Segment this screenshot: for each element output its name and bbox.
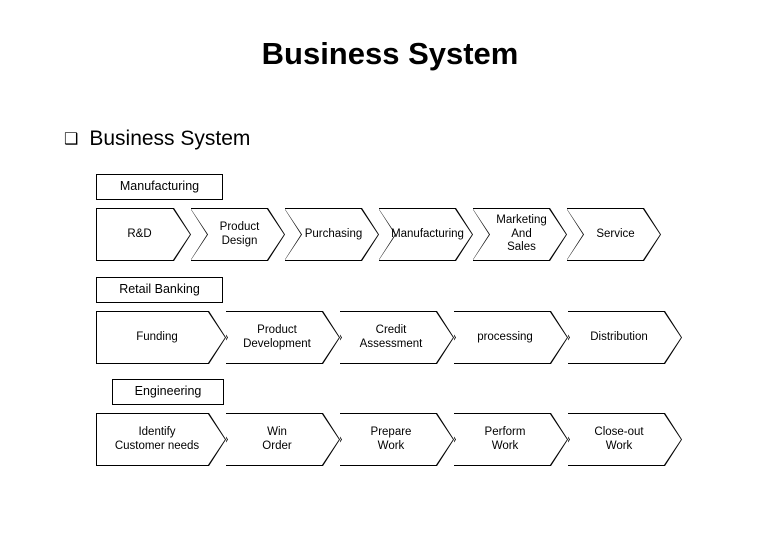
process-step-label: Win Order	[262, 426, 292, 452]
process-step-chevron[interactable]: Product Design	[190, 208, 285, 261]
process-step-label: Marketing And Sales	[496, 214, 547, 254]
process-step-label: Credit Assessment	[359, 324, 423, 350]
chevron-fill	[211, 414, 339, 465]
chevron-fill	[325, 414, 453, 465]
chevron-fill	[211, 312, 339, 363]
process-step-chevron[interactable]: Product Development	[210, 311, 340, 364]
process-step-label: Service	[596, 227, 635, 240]
process-step-chevron[interactable]: Prepare Work	[324, 413, 454, 466]
bullet-heading: ❑ Business System	[64, 126, 250, 152]
process-step-label: processing	[477, 330, 533, 343]
process-step-chevron[interactable]: processing	[438, 311, 568, 364]
process-row-label: Retail Banking	[96, 277, 223, 303]
process-step-chevron[interactable]: Identify Customer needs	[96, 413, 226, 466]
process-step-chevron[interactable]: Credit Assessment	[324, 311, 454, 364]
process-row-label: Manufacturing	[96, 174, 223, 200]
chevron-fill	[97, 414, 225, 465]
process-step-label: Distribution	[590, 330, 648, 343]
process-step-chevron[interactable]: Funding	[96, 311, 226, 364]
chevron-fill	[553, 312, 681, 363]
process-step-chevron[interactable]: Service	[566, 208, 661, 261]
page-title: Business System	[261, 36, 519, 71]
process-step-chevron[interactable]: Close-out Work	[552, 413, 682, 466]
process-step-label: Purchasing	[304, 227, 363, 240]
process-step-chevron[interactable]: Purchasing	[284, 208, 379, 261]
process-step-chevron[interactable]: Manufacturing	[378, 208, 473, 261]
process-step-chevron[interactable]: Distribution	[552, 311, 682, 364]
process-step-label: Funding	[136, 330, 178, 343]
process-step-label: Perform Work	[484, 426, 526, 452]
chevron-fill	[97, 312, 225, 363]
chevron-fill	[439, 312, 567, 363]
process-step-label: Product Design	[219, 221, 260, 247]
process-step-label: Prepare Work	[370, 426, 412, 452]
chevron-fill	[97, 209, 190, 260]
process-step-label: Manufacturing	[391, 227, 464, 240]
process-step-label: Product Development	[243, 324, 311, 350]
chevron-fill	[553, 414, 681, 465]
chevron-fill	[439, 414, 567, 465]
process-step-chevron[interactable]: R&D	[96, 208, 191, 261]
process-step-label: Identify Customer needs	[114, 426, 200, 452]
bullet-heading-label: Business System	[89, 127, 251, 150]
process-row-label: Engineering	[112, 379, 224, 405]
square-bullet-icon: ❑	[64, 131, 79, 148]
process-step-label: Close-out Work	[594, 426, 644, 452]
chevron-fill	[325, 312, 453, 363]
process-step-chevron[interactable]: Perform Work	[438, 413, 568, 466]
process-step-chevron[interactable]: Marketing And Sales	[472, 208, 567, 261]
process-step-chevron[interactable]: Win Order	[210, 413, 340, 466]
process-step-label: R&D	[127, 227, 152, 240]
